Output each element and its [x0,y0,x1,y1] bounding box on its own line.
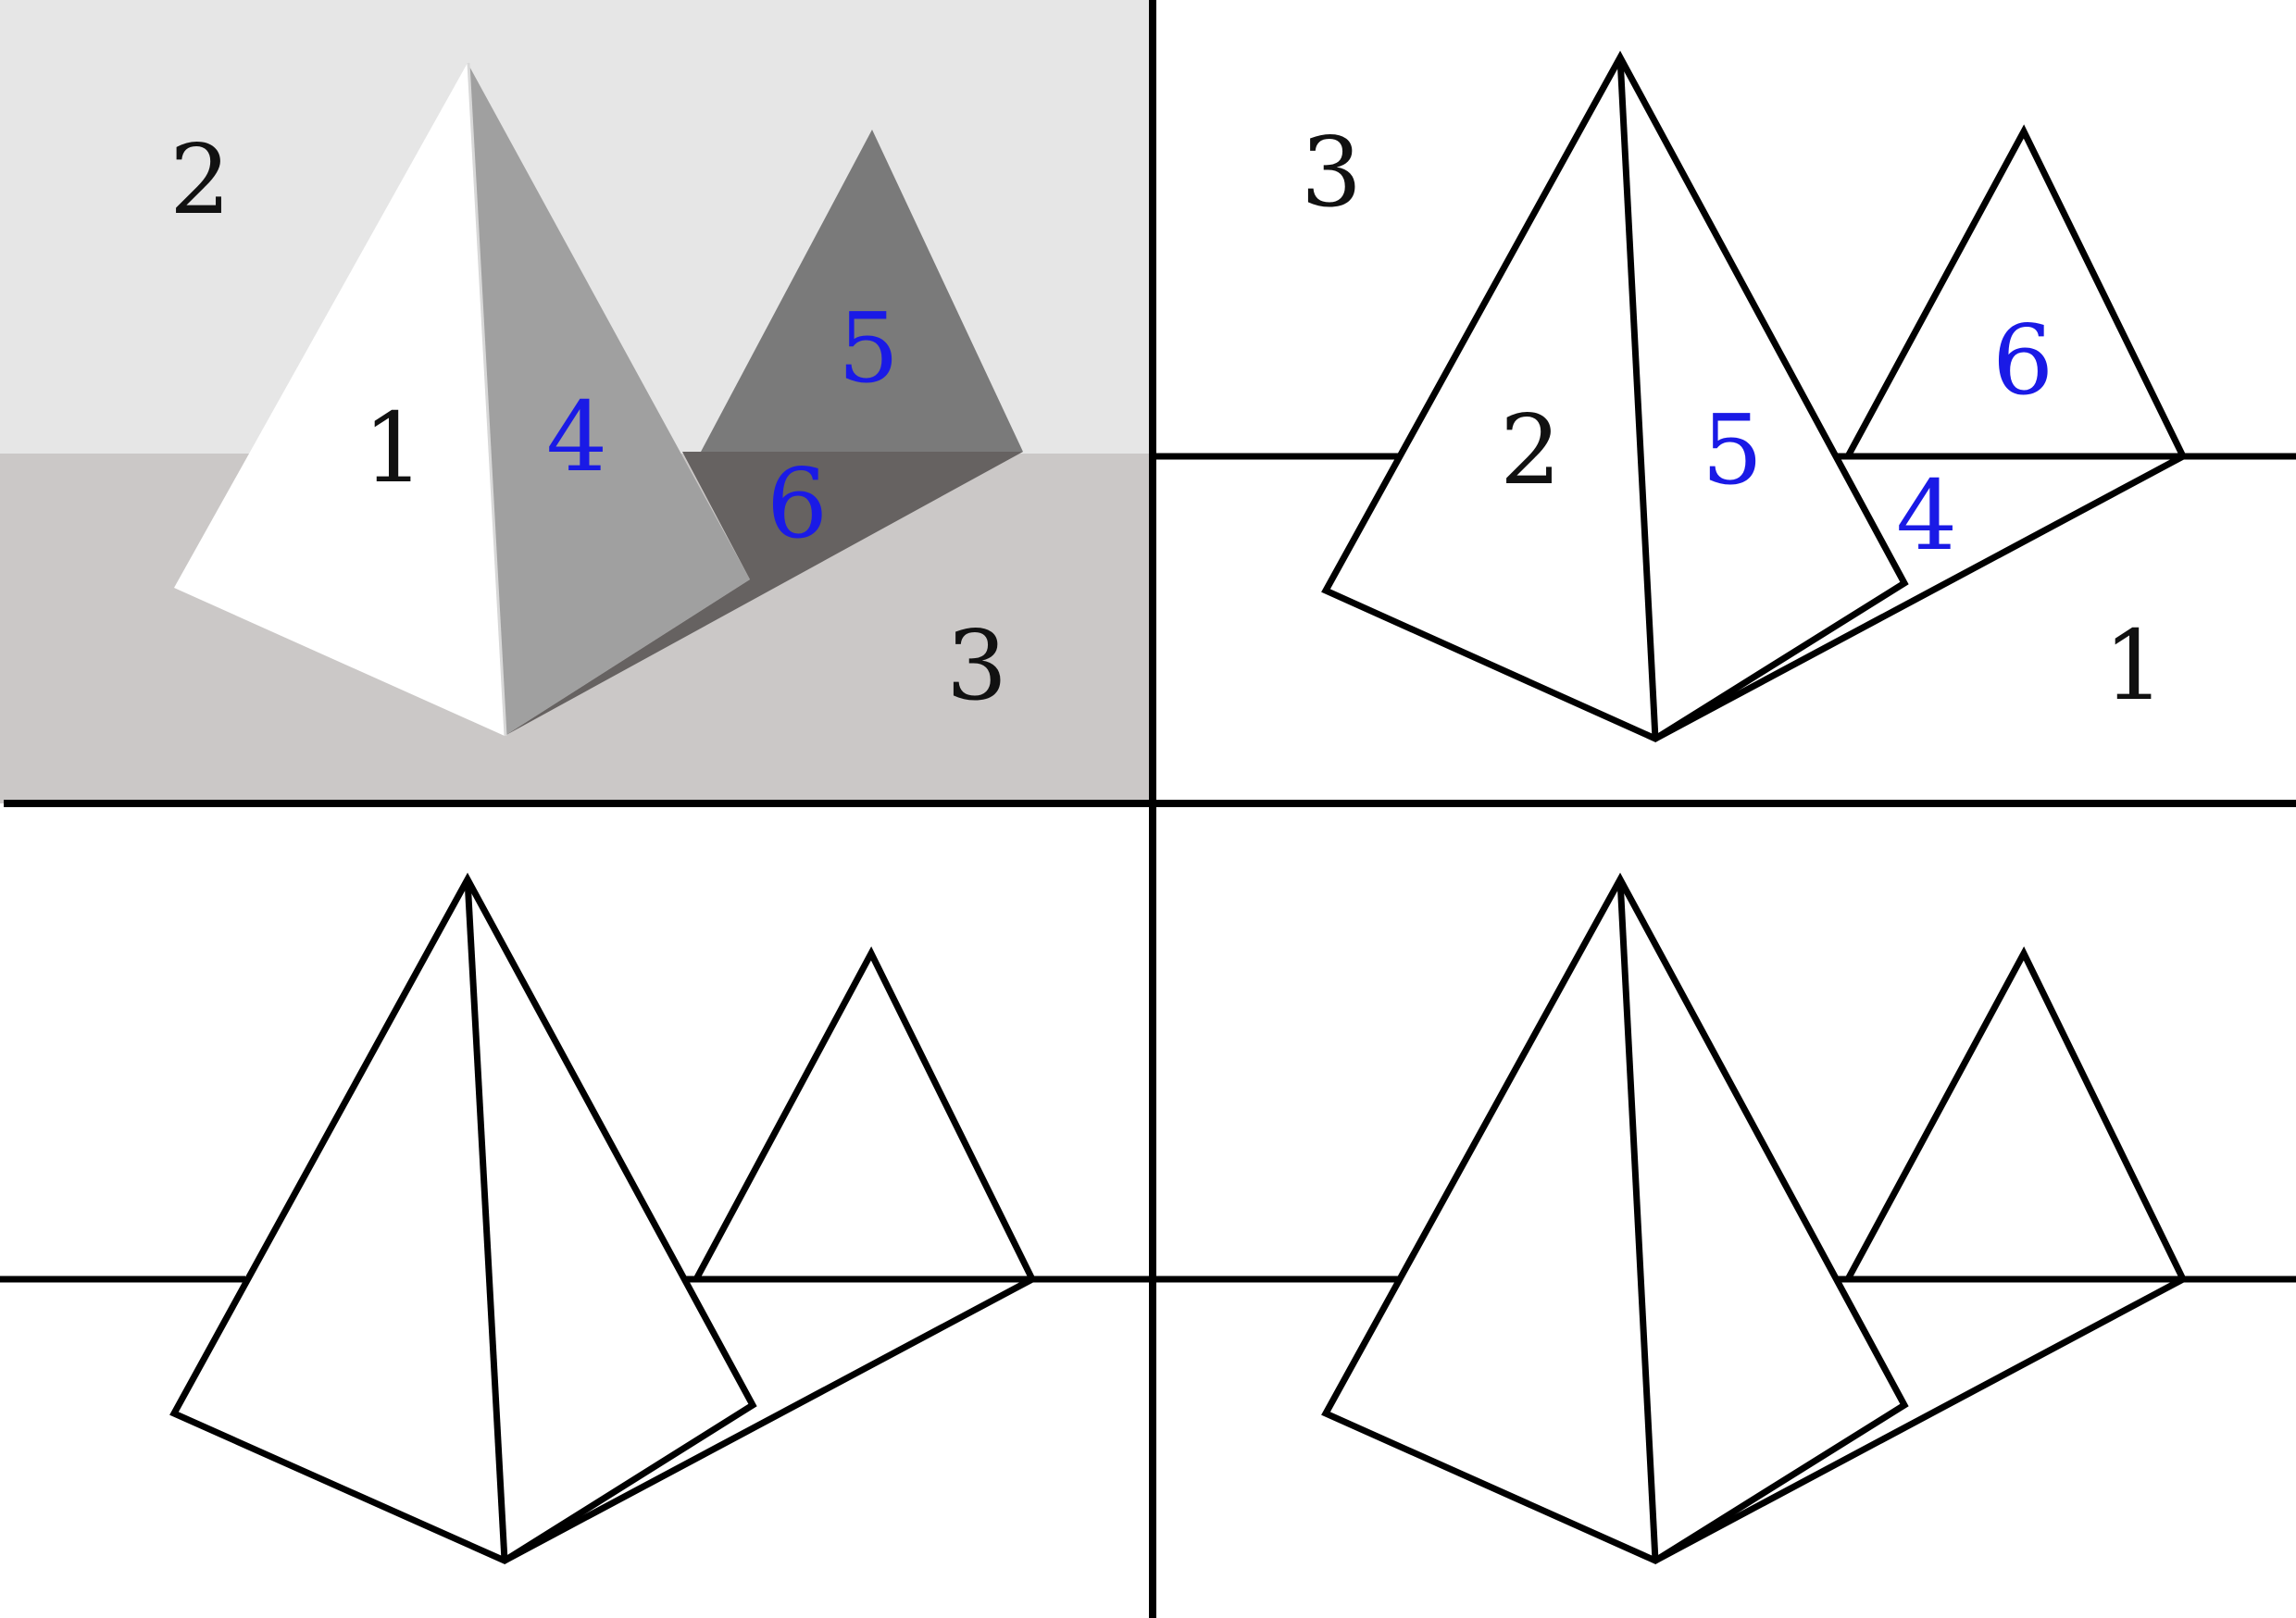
label-shadow: 6 [767,447,828,560]
shadow-region [505,452,1023,736]
back-triangle-outline [1844,124,2187,458]
label-lower-region: 1 [2103,609,2165,722]
pyramid-edge-highlight [467,62,507,737]
panel-bottom-right-line-drawing [1154,872,2296,1564]
back-triangle-outline [693,946,1036,1281]
pyramid-outline [1321,50,1909,742]
label-shadow: 4 [1896,459,1957,572]
pyramid-outline [169,872,757,1564]
label-right-face: 4 [546,380,607,493]
label-back-triangle: 6 [1992,304,2053,417]
shadow-edge [503,1276,1034,1564]
label-lower-region: 3 [946,609,1007,722]
pyramid-ridge-edge [1616,878,1659,1562]
panel-top-right-line-drawing: 3 2 5 6 4 1 [1154,50,2296,742]
panel-bottom-left-line-drawing [0,872,1150,1564]
shadow-edge [1653,1276,2185,1564]
pyramid-right-face [468,63,750,736]
label-upper-region: 2 [169,123,231,236]
back-triangle-face [701,130,1023,452]
back-triangle-outline [1844,946,2187,1281]
shadow-edge [1653,453,2185,742]
panel-top-left-shaded: 2 1 4 5 6 3 [0,0,1150,803]
pyramid-left-face [174,63,505,736]
label-left-face: 2 [1500,393,1561,506]
label-back-triangle: 5 [838,292,899,404]
label-left-face: 1 [363,392,424,504]
pyramid-outline [1321,872,1909,1564]
label-upper-region: 3 [1301,116,1362,229]
pyramid-ridge-edge [1616,56,1659,740]
pyramid-ridge-edge [464,878,508,1562]
label-right-face: 5 [1702,393,1763,506]
